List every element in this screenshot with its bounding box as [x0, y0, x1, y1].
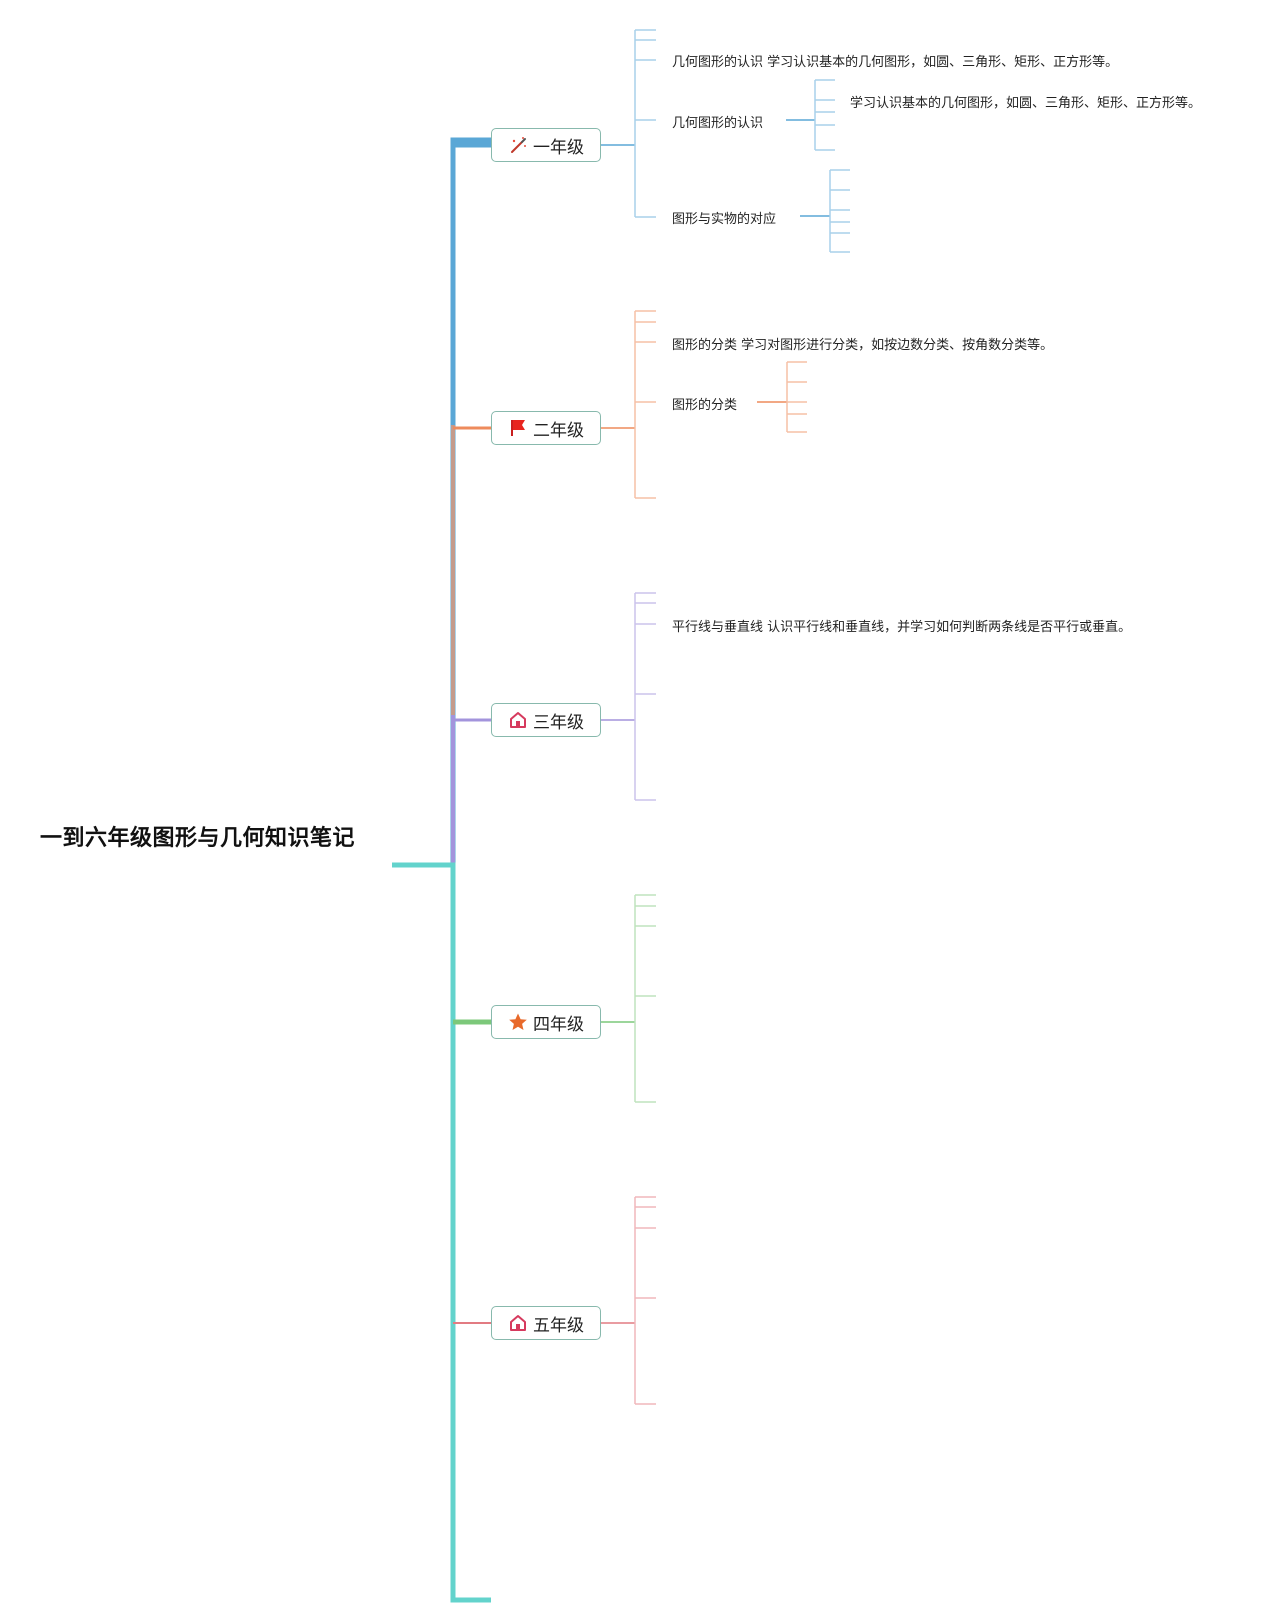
note-grade-1-item-2[interactable]: 几何图形的认识 [672, 116, 764, 131]
trunk-upper [450, 137, 491, 870]
star-icon [508, 1012, 528, 1032]
red-flag-icon [508, 418, 528, 438]
note-grade-2-item-2[interactable]: 图形的分类 [672, 398, 738, 413]
magic-wand-icon [508, 135, 528, 155]
branch-grade-1 [601, 29, 850, 253]
home-icon [508, 1313, 528, 1333]
note-grade-1-item-2-detail[interactable]: 学习认识基本的几何图形，如圆、三角形、矩形、正方形等。 [850, 96, 1202, 111]
grade-label: 二年级 [533, 420, 584, 441]
grade-node-1[interactable]: 一年级 [491, 128, 601, 162]
grade-node-4[interactable]: 四年级 [491, 1005, 601, 1039]
grade-label: 三年级 [533, 712, 584, 733]
note-grade-1-item-1[interactable]: 几何图形的认识 学习认识基本的几何图形，如圆、三角形、矩形、正方形等。 [672, 55, 1119, 70]
branch-grade-5 [601, 1196, 656, 1405]
branch-grade-4 [601, 894, 656, 1103]
grade-label: 五年级 [533, 1315, 584, 1336]
branch-grade-3 [601, 592, 656, 801]
root-topic[interactable]: 一到六年级图形与几何知识笔记 [40, 826, 356, 851]
note-grade-3-item-1[interactable]: 平行线与垂直线 认识平行线和垂直线，并学习如何判断两条线是否平行或垂直。 [672, 620, 1132, 635]
grade-node-3[interactable]: 三年级 [491, 703, 601, 737]
home-icon [508, 710, 528, 730]
note-grade-2-item-1[interactable]: 图形的分类 学习对图形进行分类，如按边数分类、按角数分类等。 [672, 338, 1054, 353]
note-grade-1-item-3[interactable]: 图形与实物的对应 [672, 212, 777, 227]
trunk-lower [392, 862, 491, 1603]
grade-label: 四年级 [533, 1014, 584, 1035]
grade-node-2[interactable]: 二年级 [491, 411, 601, 445]
grade-label: 一年级 [533, 137, 584, 158]
branch-grade-2 [601, 310, 807, 499]
grade-node-5[interactable]: 五年级 [491, 1306, 601, 1340]
